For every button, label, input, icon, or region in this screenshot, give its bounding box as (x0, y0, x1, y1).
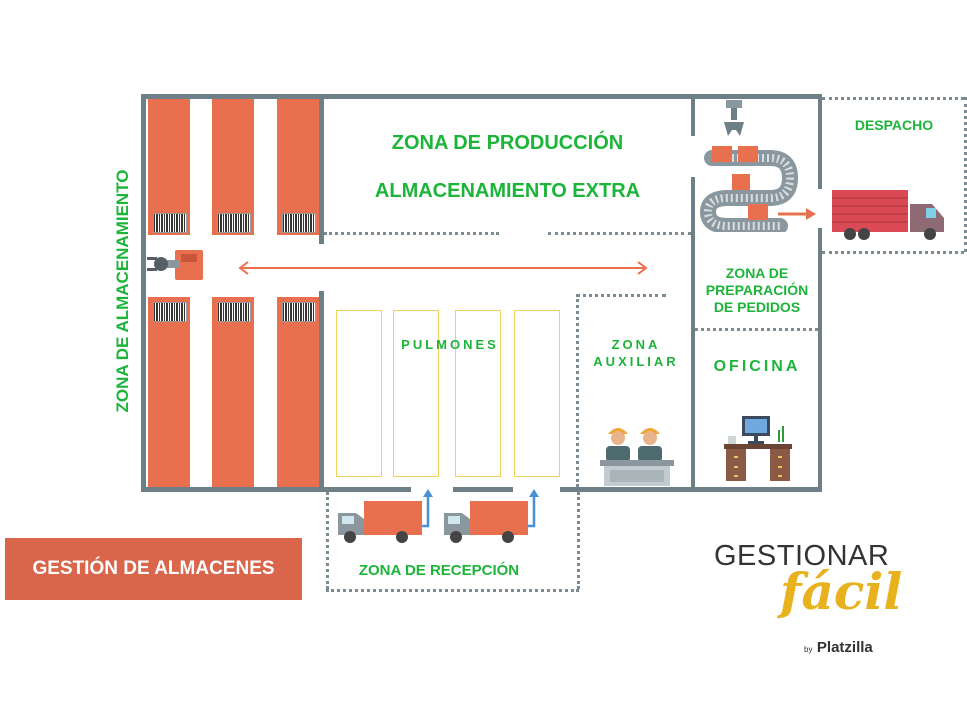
buffer-lane-3 (455, 310, 501, 477)
logo-by: by (804, 645, 813, 654)
zone-preparacion-line-3: DE PEDIDOS (713, 299, 801, 315)
zone-preparacion-label: ZONA DE PREPARACIÓN DE PEDIDOS (697, 265, 817, 316)
barcode-icon (153, 302, 187, 322)
aisle-double-arrow (238, 261, 648, 275)
wall-bottom-mid (453, 487, 513, 492)
recepcion-border-right (577, 492, 580, 589)
wall-prep-upper (691, 94, 695, 136)
title-banner: GESTIÓN DE ALMACENES (5, 538, 302, 600)
despacho-border-bottom (822, 251, 964, 254)
zone-recepcion-label: ZONA DE RECEPCIÓN (358, 562, 520, 579)
logo-brand: Platzilla (816, 639, 873, 656)
logo-line-2: fácil (780, 562, 903, 621)
logo-line-1: GESTIONAR (714, 540, 890, 572)
worker-icon (600, 428, 674, 486)
rack-top-3 (277, 99, 319, 235)
wall-right-upper (818, 94, 822, 189)
logo-byline: by Platzilla (804, 639, 873, 657)
divider-production-upper-right (548, 232, 691, 235)
barcode-icon (153, 213, 187, 233)
rack-bottom-3 (277, 297, 319, 487)
barcode-icon (217, 302, 251, 322)
zone-preparacion-line-2: PREPARACIÓN (705, 282, 809, 298)
divider-auxiliar-top (576, 294, 666, 297)
zone-pulmones-label: PULMONES (401, 337, 499, 352)
barcode-icon (217, 213, 251, 233)
zone-almacenamiento-label: ZONA DE ALMACENAMIENTO (113, 169, 132, 413)
recepcion-border-left (326, 492, 329, 589)
truck-icon (444, 501, 528, 543)
brand-logo: GESTIONAR fácil by Platzilla (710, 540, 910, 660)
zone-preparacion-line-1: ZONA DE (725, 265, 789, 281)
rack-bottom-1 (148, 297, 190, 487)
arrow-up-icon (422, 489, 433, 528)
wall-storage-upper (319, 94, 324, 244)
wall-storage-lower (319, 291, 324, 491)
robot-arm-icon (147, 250, 203, 280)
zone-auxiliar-line-2: AUXILIAR (593, 354, 679, 369)
rack-bottom-2 (212, 297, 254, 487)
zone-auxiliar-line-1: ZONA (611, 337, 661, 352)
barcode-icon (282, 213, 316, 233)
wall-prep-lower (691, 177, 695, 492)
desk-icon (724, 416, 792, 481)
buffer-lane-1 (336, 310, 382, 477)
divider-production-upper-left (324, 232, 499, 235)
buffer-lane-2 (393, 310, 439, 477)
zone-oficina-label: OFICINA (713, 358, 801, 375)
zone-produccion-label: ZONA DE PRODUCCIÓN (391, 132, 624, 154)
divider-office-top (695, 328, 818, 331)
conveyor-icon (699, 100, 816, 232)
despacho-border-top (822, 97, 964, 100)
arrow-up-icon (528, 489, 539, 528)
despacho-border-right (964, 97, 967, 252)
zone-almacenamiento-extra-label: ALMACENAMIENTO EXTRA (374, 180, 641, 202)
wall-bottom-left (141, 487, 411, 492)
divider-auxiliar-left (576, 294, 579, 487)
zone-auxiliar-label: ZONA AUXILIAR (580, 336, 692, 370)
title-banner-label: GESTIÓN DE ALMACENES (32, 558, 275, 579)
truck-icon (832, 190, 944, 240)
wall-left (141, 94, 146, 492)
rack-top-2 (212, 99, 254, 235)
rack-top-1 (148, 99, 190, 235)
buffer-lane-4 (514, 310, 560, 477)
zone-despacho-label: DESPACHO (854, 117, 934, 133)
truck-icon (338, 501, 422, 543)
barcode-icon (282, 302, 316, 322)
recepcion-border-bottom (326, 589, 579, 592)
wall-right-lower (818, 228, 822, 492)
wall-top (141, 94, 821, 99)
